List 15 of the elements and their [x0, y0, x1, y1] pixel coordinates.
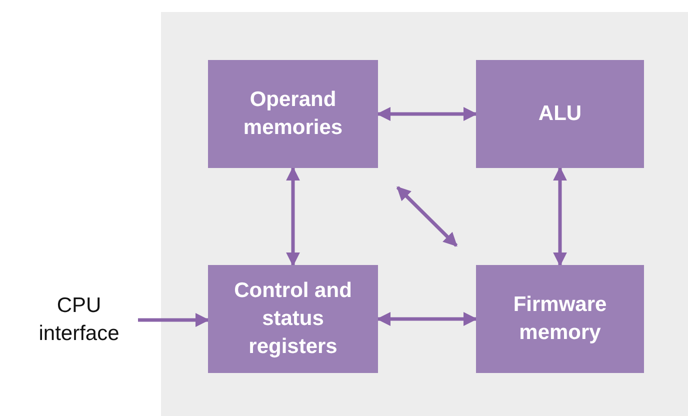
box-label: Operand memories [242, 87, 344, 141]
arrow [138, 313, 210, 327]
process-box [208, 265, 378, 373]
box-label: Control and status registers [233, 278, 353, 360]
double-arrow [376, 107, 478, 121]
process-box [476, 60, 644, 168]
double-arrow [286, 166, 300, 266]
box-label: Firmware memory [512, 292, 608, 346]
process-box [208, 60, 378, 168]
process-box [476, 265, 644, 373]
box-label: ALU [537, 101, 583, 127]
double-arrow [553, 166, 567, 266]
double-arrow [396, 186, 458, 247]
interface-label: CPU interface [38, 293, 120, 347]
double-arrow [376, 312, 478, 326]
